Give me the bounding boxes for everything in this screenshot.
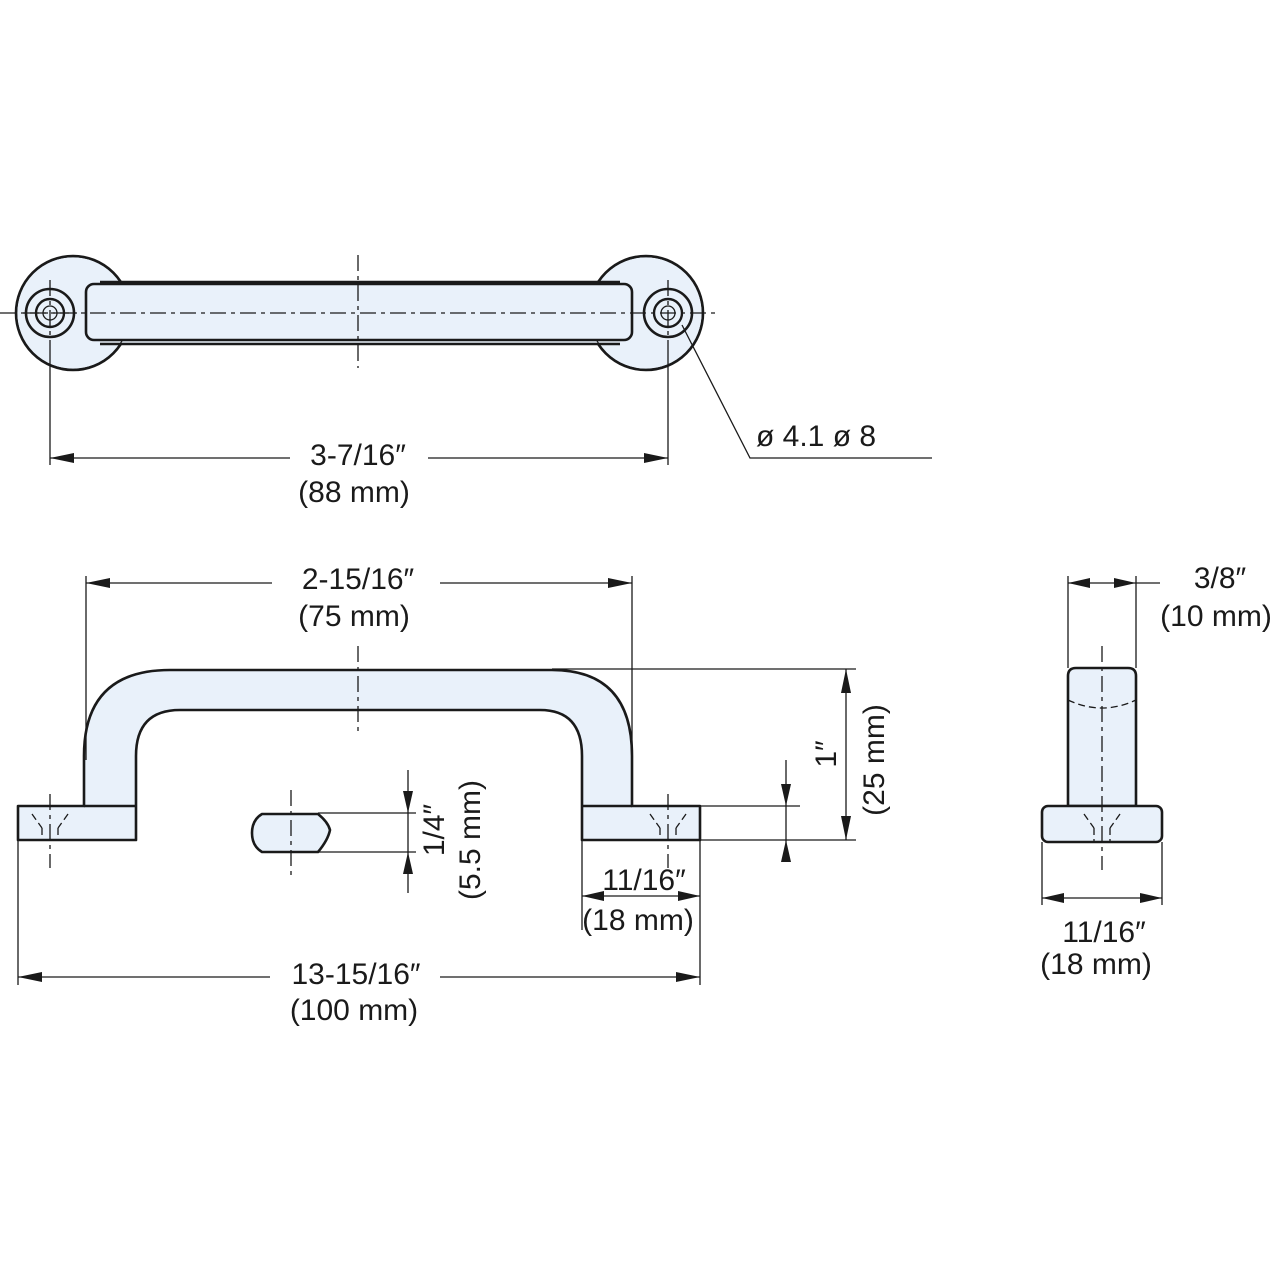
front-view: 1/4″ (5.5 mm) 2-15/16″ (75 mm) 1″ (25 mm…: [16, 563, 891, 1027]
base-width-metric: (18 mm): [1040, 948, 1152, 981]
left-hidden-countersink: [31, 813, 69, 840]
inner-width-imperial: 2-15/16″: [302, 563, 415, 596]
overall-length-imperial: 13-15/16″: [291, 958, 420, 991]
hole-callout: ø 4.1 ø 8: [756, 420, 876, 453]
inner-width-metric: (75 mm): [298, 600, 410, 633]
grip-thickness-metric: (5.5 mm): [454, 780, 487, 900]
grip-width-imperial: 3/8″: [1194, 562, 1247, 595]
side-view: 3/8″ (10 mm) 11/16″ (18 mm): [1040, 562, 1272, 981]
top-view: 3-7/16″ (88 mm) ø 4.1 ø 8: [0, 254, 932, 509]
height-metric: (25 mm): [858, 704, 891, 816]
grip-width-metric: (10 mm): [1160, 600, 1272, 633]
handle-bridge-profile: [16, 668, 702, 842]
grip-thickness-imperial: 1/4″: [418, 803, 451, 856]
height-imperial: 1″: [810, 740, 843, 768]
side-hidden-countersink: [1083, 813, 1121, 842]
base-width-imperial: 11/16″: [1062, 916, 1146, 949]
hole-spacing-metric: (88 mm): [298, 476, 410, 509]
overall-length-metric: (100 mm): [290, 994, 418, 1027]
right-hidden-countersink: [649, 813, 687, 840]
foot-length-imperial: 11/16″: [602, 864, 686, 897]
hole-spacing-imperial: 3-7/16″: [310, 439, 406, 472]
handle-bar-top: [84, 282, 634, 342]
foot-length-metric: (18 mm): [582, 904, 694, 937]
